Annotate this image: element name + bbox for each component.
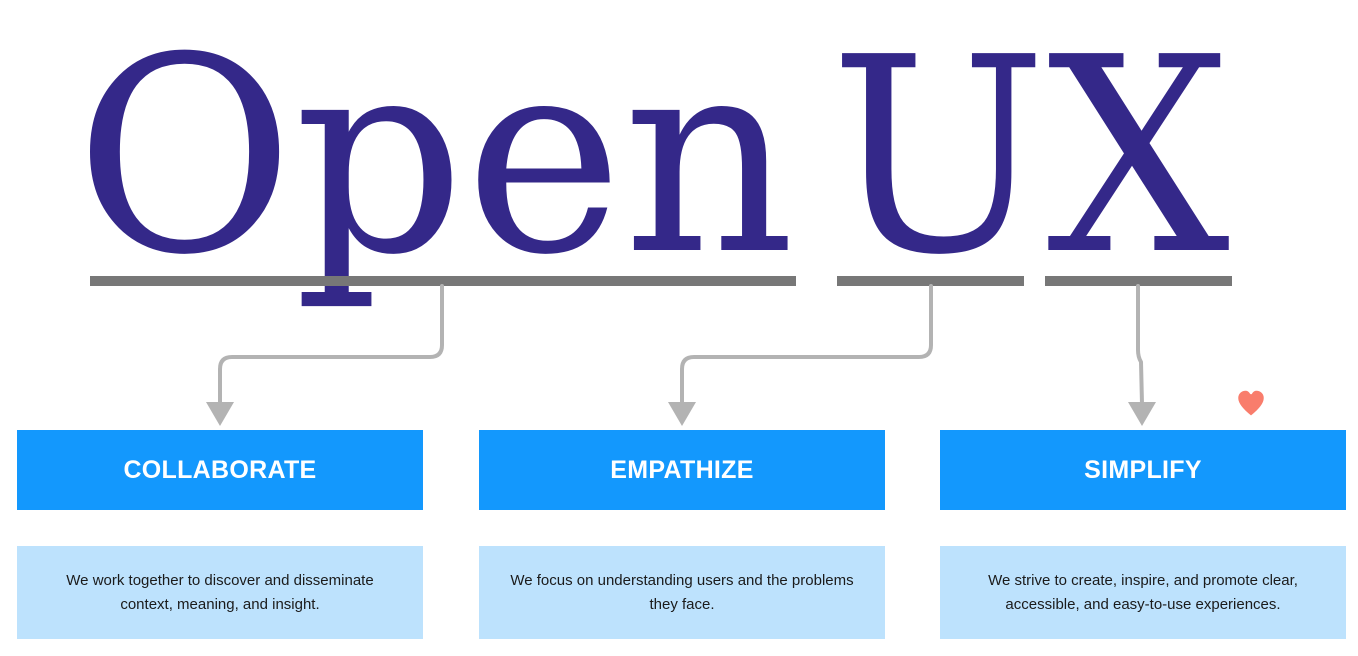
principle-title-simplify: SIMPLIFY xyxy=(940,430,1346,510)
principle-description-simplify: We strive to create, inspire, and promot… xyxy=(940,546,1346,639)
arrowhead-collaborate xyxy=(206,402,234,426)
logo-word-ux: UX xyxy=(830,0,1232,314)
underline-u xyxy=(837,276,1024,286)
principle-description-collaborate: We work together to discover and dissemi… xyxy=(17,546,423,639)
connector-open-to-collaborate xyxy=(218,284,444,406)
openux-logo: Open UX xyxy=(75,0,1232,314)
connector-x-to-simplify xyxy=(1136,284,1144,406)
logo-word-open: Open xyxy=(75,0,795,314)
heart-icon[interactable] xyxy=(1234,387,1268,419)
principle-description-empathize: We focus on understanding users and the … xyxy=(479,546,885,639)
principle-title-collaborate: COLLABORATE xyxy=(17,430,423,510)
principle-title-empathize: EMPATHIZE xyxy=(479,430,885,510)
arrowhead-empathize xyxy=(668,402,696,426)
connector-arrowheads xyxy=(206,402,1156,426)
underline-bars xyxy=(90,276,1232,286)
underline-x xyxy=(1045,276,1232,286)
underline-open xyxy=(90,276,796,286)
connectors xyxy=(218,284,1144,406)
connector-u-to-empathize xyxy=(680,284,933,406)
arrowhead-simplify xyxy=(1128,402,1156,426)
